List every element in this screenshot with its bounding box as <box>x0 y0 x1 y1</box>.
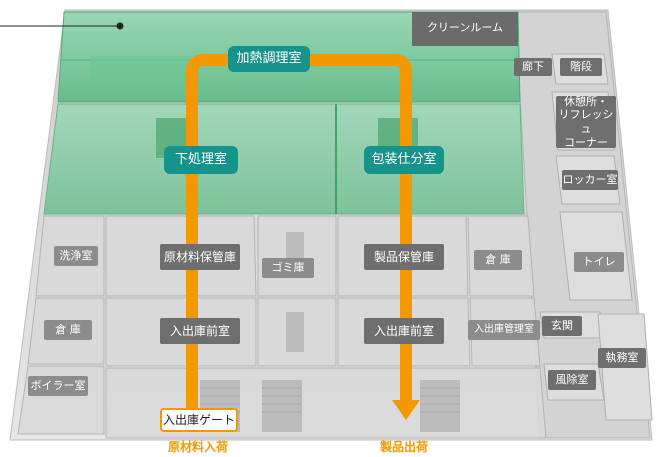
room-entry-exit-anteroom-left: 入出庫前室 <box>160 318 240 344</box>
room-corridor: 廊下 <box>514 58 552 76</box>
room-storage-right: 倉 庫 <box>474 250 522 270</box>
room-entry-exit-control-room: 入出庫管理室 <box>468 320 540 340</box>
room-toilet: トイレ <box>574 252 624 272</box>
room-entrance: 玄関 <box>542 316 582 336</box>
room-boiler-room: ボイラー室 <box>28 376 88 396</box>
process-preprocessing: 下処理室 <box>164 146 238 174</box>
flow-product-out: 製品出荷 <box>380 440 429 454</box>
room-storage-left: 倉 庫 <box>44 320 92 340</box>
room-garbage-storage: ゴミ庫 <box>262 258 314 278</box>
room-washing-room: 洗浄室 <box>54 246 98 266</box>
process-packaging: 包装仕分室 <box>364 146 444 174</box>
room-raw-material-storage: 原材料保管庫 <box>160 244 240 270</box>
process-gate: 入出庫ゲート <box>160 408 238 432</box>
process-heating-cooking: 加熱調理室 <box>228 46 310 72</box>
room-clean-room: クリーンルーム <box>426 21 504 35</box>
flow-raw-material-in: 原材料入荷 <box>168 440 229 454</box>
room-entry-exit-anteroom-right: 入出庫前室 <box>364 318 444 344</box>
room-product-storage: 製品保管庫 <box>364 244 444 270</box>
room-air-shower: 風除室 <box>548 370 596 390</box>
room-rest-area: 休憩所・ リフレッシュ コーナー <box>556 95 616 149</box>
pointer-dot <box>116 22 124 30</box>
flow-arrow-head <box>392 400 420 420</box>
room-locker-room: ロッカー室 <box>562 170 618 190</box>
room-office: 執務室 <box>598 348 646 368</box>
clean-room-block <box>412 12 518 46</box>
clean-zone-lower <box>43 103 525 215</box>
room-stairs: 階段 <box>560 58 602 76</box>
